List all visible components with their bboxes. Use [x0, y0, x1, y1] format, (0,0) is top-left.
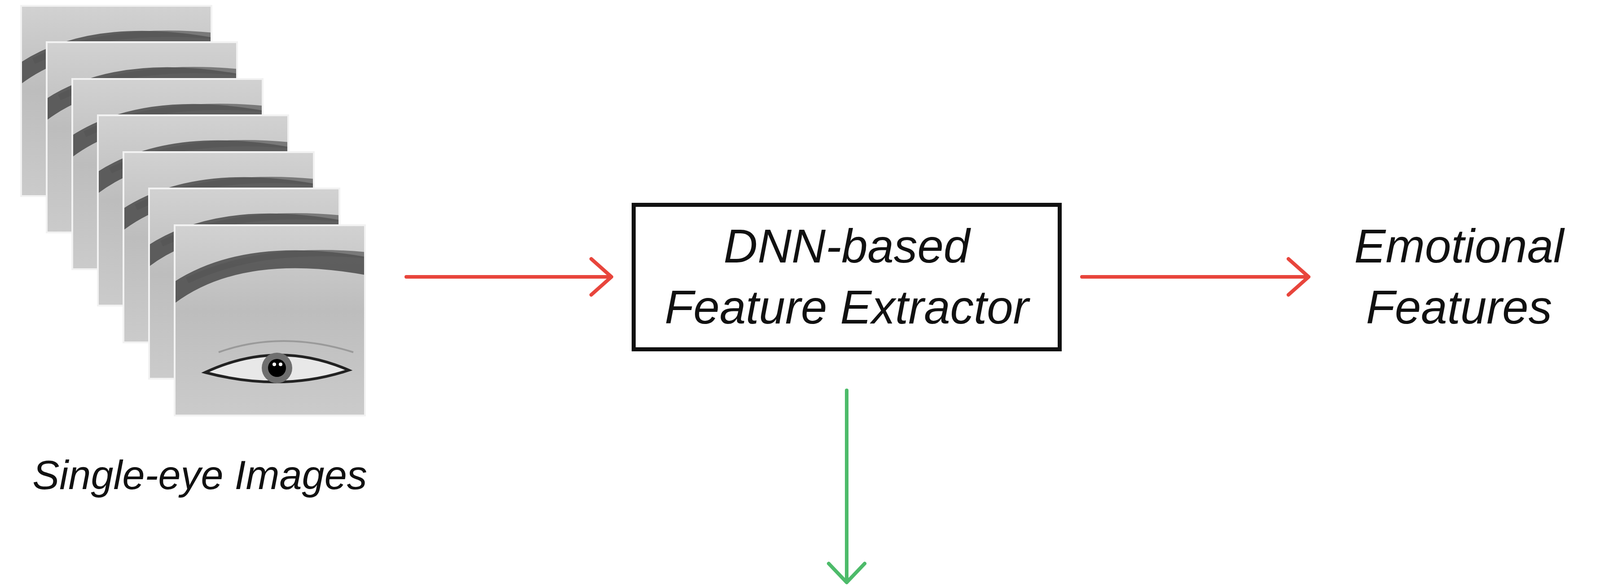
node-label: Emotional Features — [1328, 215, 1590, 339]
flow-arrow — [406, 259, 612, 295]
node-label: Single-eye Images — [13, 449, 387, 502]
arrow-head — [1288, 259, 1309, 295]
input-images: Single-eye Images — [13, 4, 387, 502]
eye-image-stack — [15, 4, 372, 417]
output-node: Emotional Features — [1328, 215, 1590, 339]
arrow-line — [1081, 275, 1307, 279]
arrow-line — [406, 275, 610, 279]
node-label: DNN-based Feature Extractor — [653, 215, 1040, 339]
arrow-head — [591, 259, 612, 295]
eye-image — [169, 224, 372, 417]
output-arrow — [828, 390, 865, 583]
process-box: DNN-based Feature Extractor — [631, 202, 1062, 352]
flow-arrow — [1081, 259, 1309, 295]
